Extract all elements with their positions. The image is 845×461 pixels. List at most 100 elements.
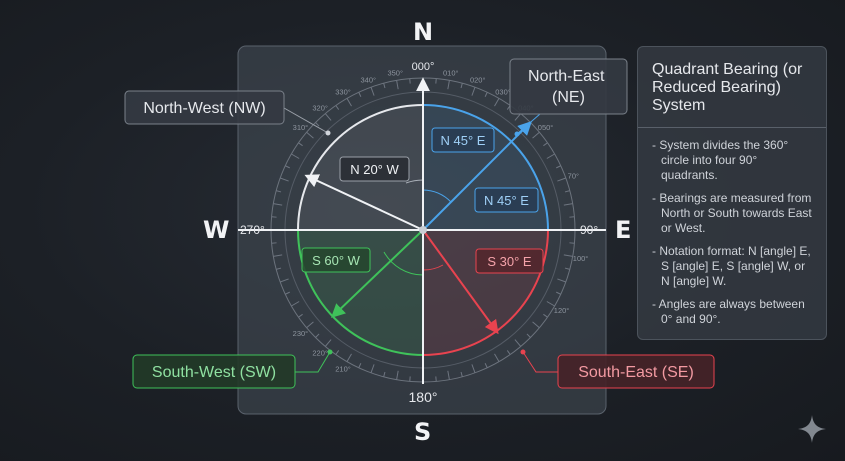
ring-degree-label: 050° bbox=[538, 123, 554, 132]
degree-tick bbox=[460, 371, 463, 377]
bearing-label-sw: S 60° W bbox=[301, 247, 371, 273]
bearing-label-ne-mid: N 45° E bbox=[474, 187, 539, 213]
quadrant-text-nw: North-West (NW) bbox=[143, 100, 265, 117]
degree-tick bbox=[324, 339, 332, 347]
degree-tick bbox=[543, 142, 548, 147]
info-bullet: - Angles are always between 0° and 90°. bbox=[652, 297, 805, 326]
ring-degree-label: 70° bbox=[568, 171, 579, 180]
info-bullet: - Notation format: N [angle] E, S [angle… bbox=[652, 244, 811, 288]
degree-tick bbox=[564, 267, 570, 270]
ring-degree-labels: 350°340°330°320°310°010°020°030°040°050°… bbox=[293, 68, 589, 373]
sw-bearing-arrow bbox=[330, 229, 424, 318]
cardinal-north: N bbox=[413, 18, 434, 46]
ne-callout-dot bbox=[514, 131, 520, 137]
degree-tick bbox=[484, 363, 488, 368]
degree-tick bbox=[506, 350, 511, 355]
quadrant-text-ne: North-East (NE) bbox=[528, 68, 609, 106]
bearing-text-sw: S 60° W bbox=[312, 253, 361, 268]
quadrant-text-se: South-East (SE) bbox=[578, 364, 694, 381]
info-bullet: - System divides the 360° circle into fo… bbox=[652, 138, 789, 182]
degree-tick bbox=[279, 177, 289, 182]
degree-tick bbox=[546, 301, 555, 307]
degree-tick bbox=[285, 165, 290, 169]
degree-tick bbox=[514, 113, 522, 121]
ring-degree-label: 230° bbox=[293, 329, 309, 338]
degree-tick bbox=[484, 92, 488, 97]
angle-arc-sw bbox=[383, 251, 424, 276]
degree-tick bbox=[564, 190, 570, 193]
bearing-label-ne-top: N 45° E bbox=[431, 127, 495, 153]
se-bearing-arrow bbox=[422, 229, 499, 335]
se-callout-line bbox=[522, 351, 558, 373]
ring-degree-label: 330° bbox=[335, 87, 351, 96]
quadrant-label-se: South-East (SE) bbox=[557, 354, 715, 389]
degree-tick bbox=[306, 131, 314, 139]
degree-tick bbox=[543, 313, 548, 318]
info-divider bbox=[638, 127, 826, 128]
degree-tick bbox=[370, 86, 375, 96]
ring-degree-label: 210° bbox=[335, 365, 351, 374]
degree-tick bbox=[514, 339, 522, 347]
cardinal-south: S bbox=[414, 418, 432, 446]
sw-callout-line bbox=[295, 351, 331, 373]
degree-tick bbox=[557, 278, 567, 283]
degree-tick bbox=[285, 291, 290, 295]
nw-bearing-arrow bbox=[304, 174, 424, 231]
degree-tick bbox=[447, 370, 450, 380]
quadrant-text-sw: South-West (SW) bbox=[152, 364, 276, 381]
bearing-text-ne-top: N 45° E bbox=[441, 133, 486, 148]
ring-degree-label: 020° bbox=[470, 76, 486, 85]
sparkle-icon bbox=[798, 415, 826, 443]
degree-tick bbox=[276, 267, 282, 270]
cardinal-west: W bbox=[203, 216, 230, 244]
degree-tick bbox=[546, 153, 555, 159]
degree-tick bbox=[335, 350, 340, 355]
degree-tick bbox=[563, 254, 573, 257]
degree-tick bbox=[532, 321, 540, 329]
degree-tick bbox=[273, 203, 283, 206]
degree-tick bbox=[563, 203, 573, 206]
degree-tick bbox=[315, 333, 320, 338]
ring-degree-label: 120° bbox=[554, 306, 570, 315]
bearing-text-se: S 30° E bbox=[487, 254, 532, 269]
degree-tick bbox=[298, 142, 303, 147]
degree-tick bbox=[556, 165, 561, 169]
degree-tick bbox=[358, 92, 362, 97]
degree-tick bbox=[306, 321, 314, 329]
degree-tick bbox=[396, 370, 399, 380]
degree-label-000: 000° bbox=[412, 61, 435, 73]
degree-tick bbox=[494, 98, 500, 107]
center-point bbox=[419, 226, 427, 234]
degree-tick bbox=[324, 113, 332, 121]
degree-tick bbox=[526, 333, 531, 338]
info-bullet: - Bearings are measured from North or So… bbox=[652, 191, 812, 235]
degree-tick bbox=[346, 98, 352, 107]
degree-tick bbox=[383, 371, 386, 377]
degree-tick bbox=[298, 313, 303, 318]
degree-tick bbox=[447, 80, 450, 90]
degree-label-90: 90° bbox=[580, 223, 598, 237]
ne-callout-line bbox=[516, 113, 541, 135]
angle-arc-ne bbox=[422, 189, 452, 203]
degree-tick bbox=[396, 80, 399, 90]
degree-tick bbox=[276, 190, 282, 193]
quadrant-label-sw: South-West (SW) bbox=[132, 354, 296, 389]
info-title: Quadrant Bearing (or Reduced Bearing) Sy… bbox=[652, 61, 803, 114]
degree-tick bbox=[471, 86, 476, 96]
nw-callout-dot bbox=[325, 130, 331, 136]
degree-tick bbox=[471, 364, 476, 374]
ring-degree-label: 010° bbox=[443, 68, 459, 77]
quadrant-label-ne: North-East (NE) bbox=[509, 58, 628, 115]
quadrant-nw-arc bbox=[297, 104, 424, 231]
degree-label-270: 270° bbox=[240, 223, 265, 237]
info-panel: Quadrant Bearing (or Reduced Bearing) Sy… bbox=[637, 46, 827, 340]
sw-callout-dot bbox=[327, 349, 333, 355]
ne-bearing-arrow bbox=[422, 121, 532, 231]
ring-degree-label: 310° bbox=[293, 123, 309, 132]
ring-degree-label: 100° bbox=[573, 254, 589, 263]
nw-callout-line bbox=[283, 107, 329, 134]
cardinal-east: E bbox=[615, 216, 632, 244]
degree-tick bbox=[557, 177, 567, 182]
degree-tick bbox=[358, 363, 362, 368]
degree-tick bbox=[370, 364, 375, 374]
